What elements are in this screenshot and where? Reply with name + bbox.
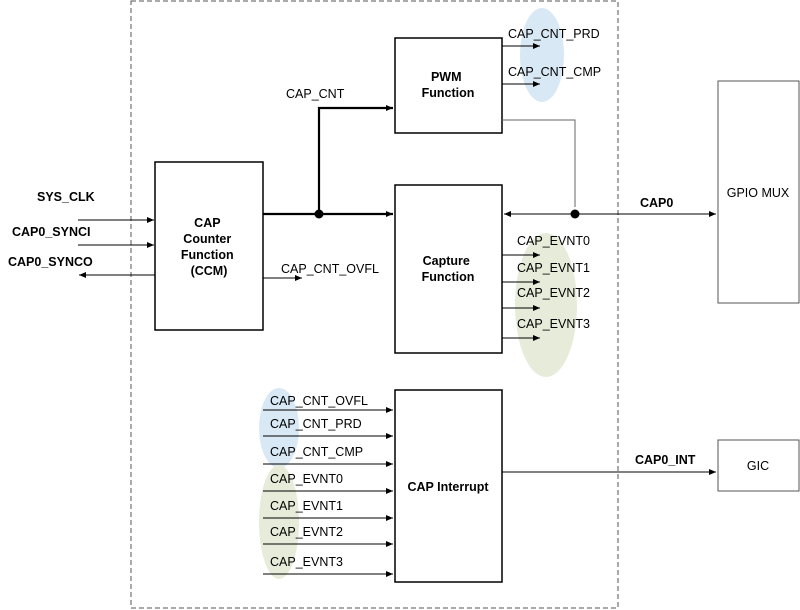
int-in-cap-cnt-ovfl-label: CAP_CNT_OVFL xyxy=(270,394,368,408)
cap-cnt-bus-to-pwm xyxy=(317,105,393,214)
interrupt-block xyxy=(394,389,503,583)
ccm-block xyxy=(154,161,264,331)
capture-block xyxy=(394,184,503,354)
gpio-mux-block xyxy=(717,80,800,304)
capture-title: Capture Function xyxy=(422,254,475,284)
int-in-cap-cnt-cmp-label: CAP_CNT_CMP xyxy=(270,445,363,459)
int-in-cap-evnt3-label: CAP_EVNT3 xyxy=(270,555,343,569)
pwm-title: PWM Function xyxy=(422,70,475,100)
cap-cnt-ovfl-label: CAP_CNT_OVFL xyxy=(281,262,379,276)
cap0-int-label: CAP0_INT xyxy=(635,453,696,467)
pwm-outputs-highlight xyxy=(520,8,564,102)
pwm-to-cap0-wire xyxy=(502,119,576,207)
interrupt-green-highlight xyxy=(259,465,299,579)
capture-outputs-highlight xyxy=(515,233,577,377)
int-in-cap-evnt1-label: CAP_EVNT1 xyxy=(270,499,343,513)
capture-evnt1-label: CAP_EVNT1 xyxy=(517,261,590,275)
cap0-label: CAP0 xyxy=(640,196,673,210)
cap0-junction xyxy=(570,209,580,219)
interrupt-blue-highlight xyxy=(259,388,299,468)
gpio-mux-title: GPIO MUX xyxy=(727,186,790,200)
capture-evnt0-label: CAP_EVNT0 xyxy=(517,234,590,248)
int-in-cap-evnt0-label: CAP_EVNT0 xyxy=(270,472,343,486)
ccm-title: CAP Counter Function (CCM) xyxy=(181,216,237,278)
interrupt-title: CAP Interrupt xyxy=(407,480,489,494)
sys-clk-label: SYS_CLK xyxy=(37,190,95,204)
int-in-cap-evnt2-label: CAP_EVNT2 xyxy=(270,525,343,539)
cap-cnt-label: CAP_CNT xyxy=(286,87,345,101)
pwm-out-cap-cnt-prd-label: CAP_CNT_PRD xyxy=(508,27,600,41)
pwm-block xyxy=(394,37,503,134)
gic-title: GIC xyxy=(747,459,769,473)
cap-module-boundary xyxy=(130,0,619,609)
cap0-synci-label: CAP0_SYNCI xyxy=(12,225,91,239)
cap0-synco-label: CAP0_SYNCO xyxy=(8,255,93,269)
capture-evnt3-label: CAP_EVNT3 xyxy=(517,317,590,331)
capture-evnt2-label: CAP_EVNT2 xyxy=(517,286,590,300)
gic-block xyxy=(717,439,800,492)
int-in-cap-cnt-prd-label: CAP_CNT_PRD xyxy=(270,417,362,431)
pwm-out-cap-cnt-cmp-label: CAP_CNT_CMP xyxy=(508,65,601,79)
cap-cnt-junction xyxy=(314,209,324,219)
